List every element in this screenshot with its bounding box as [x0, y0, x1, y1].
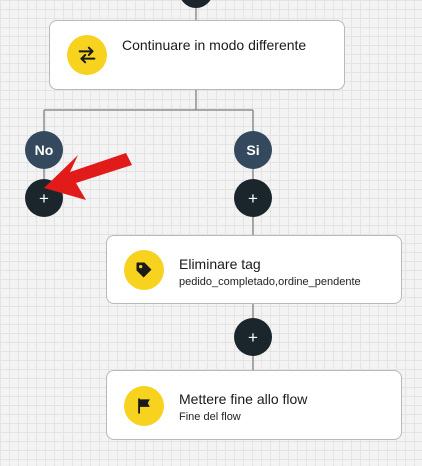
branch-no-badge: No [25, 131, 63, 169]
previous-node-button[interactable] [179, 0, 213, 8]
node-title: Mettere fine allo flow [179, 391, 308, 407]
tag-icon [124, 250, 164, 290]
node-remove-tag[interactable]: Eliminare tag pedido_completado,ordine_p… [106, 235, 402, 304]
node-end-flow[interactable]: Mettere fine allo flow Fine del flow [106, 370, 402, 440]
add-step-after-remove-tag-button[interactable]: + [234, 318, 272, 356]
flag-icon [124, 386, 164, 426]
node-subtitle: pedido_completado,ordine_pendente [179, 276, 361, 288]
node-title: Continuare in modo differente [122, 37, 307, 53]
annotation-arrow-icon [44, 153, 132, 200]
add-step-no-branch-button[interactable]: + [25, 179, 63, 217]
node-title: Eliminare tag [179, 256, 261, 272]
node-subtitle: Fine del flow [179, 411, 241, 423]
node-continue-different-mode[interactable]: Continuare in modo differente [49, 20, 345, 90]
branch-si-badge: Si [234, 131, 272, 169]
swap-arrows-icon [67, 35, 107, 75]
add-step-si-branch-button[interactable]: + [234, 179, 272, 217]
